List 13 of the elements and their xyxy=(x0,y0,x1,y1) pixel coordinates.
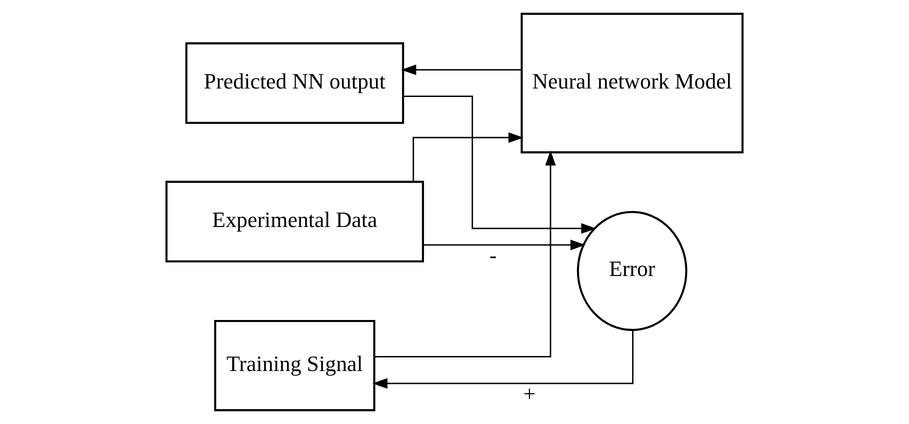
node-box: Predicted NN output xyxy=(185,42,404,124)
node-circle: Error xyxy=(576,210,688,331)
edge-label: - xyxy=(489,242,497,268)
node-box: Training Signal xyxy=(214,320,376,412)
arrow xyxy=(423,240,586,250)
node-box: Experimental Data xyxy=(165,180,424,262)
node-box: Neural network Model xyxy=(520,12,744,154)
arrow xyxy=(372,330,634,389)
arrow xyxy=(374,150,556,358)
edge-label: + xyxy=(523,380,536,406)
arrow xyxy=(403,96,596,234)
arrow xyxy=(412,132,524,182)
arrow xyxy=(401,64,522,76)
